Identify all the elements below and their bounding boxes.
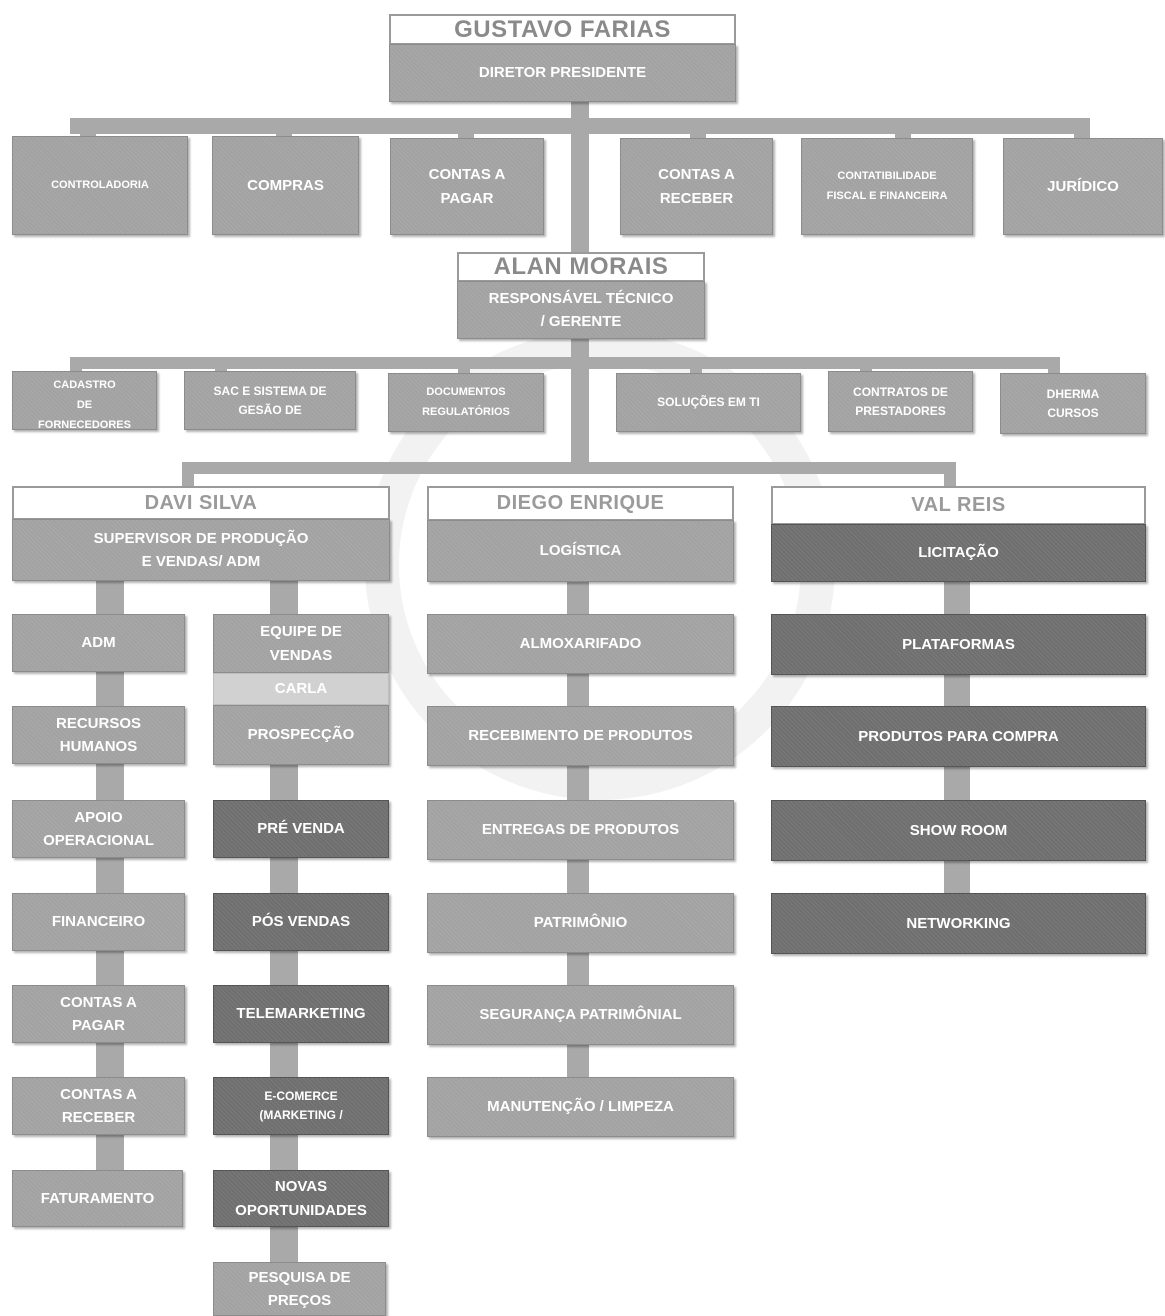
dept-box: COMPRAS	[212, 136, 359, 235]
diego-dept-box: PATRIMÔNIO	[427, 893, 734, 953]
manager-dept-box: DHERMA CURSOS	[1000, 373, 1146, 434]
davi-dept-box: RECURSOS HUMANOS	[12, 706, 185, 764]
connector-director-drop	[1074, 118, 1090, 140]
manager-dept-box: CADASTRO DE FORNECEDORES	[12, 371, 157, 430]
manager-role: RESPONSÁVEL TÉCNICO / GERENTE	[457, 281, 705, 339]
sales-dept-box: PROSPECÇÃO	[213, 705, 389, 765]
val-dept-box: SHOW ROOM	[771, 800, 1146, 861]
connector-manager-drop	[860, 357, 872, 373]
davi-dept-box: ADM	[12, 614, 185, 672]
connector-manager-drop	[215, 357, 227, 373]
connector-manager-bar	[70, 357, 1060, 369]
sales-dept-box: E-COMERCE (MARKETING /	[213, 1077, 389, 1135]
davi-dept-box: APOIO OPERACIONAL	[12, 800, 185, 858]
connector-manager-drop	[458, 357, 470, 375]
dept-box: CONTATIBILIDADE FISCAL E FINANCEIRA	[801, 138, 973, 235]
connector-director-drop	[80, 118, 96, 138]
connector-supervisor-drop	[182, 462, 194, 488]
diego-dept-box: ENTREGAS DE PRODUTOS	[427, 800, 734, 860]
connector-director-drop	[276, 118, 292, 138]
connector-director-drop	[690, 118, 706, 140]
connector-manager-drop	[690, 357, 702, 375]
manager-name: ALAN MORAIS	[457, 252, 705, 282]
diego-dept-box: MANUTENÇÃO / LIMPEZA	[427, 1077, 734, 1137]
sales-dept-box: PRÉ VENDA	[213, 800, 389, 858]
sales-dept-box: TELEMARKETING	[213, 985, 389, 1043]
connector-director-drop	[895, 118, 911, 140]
sales-dept-box: NOVAS OPORTUNIDADES	[213, 1170, 389, 1227]
sales-team-box: EQUIPE DE VENDAS	[213, 614, 389, 673]
director-name: GUSTAVO FARIAS	[389, 14, 736, 45]
supervisor-name-val: VAL REIS	[771, 486, 1146, 525]
manager-dept-box: CONTRATOS DE PRESTADORES	[828, 371, 973, 432]
diego-dept-box: RECEBIMENTO DE PRODUTOS	[427, 706, 734, 766]
supervisor-name-diego: DIEGO ENRIQUE	[427, 486, 734, 521]
connector-director-bar	[70, 118, 1090, 134]
val-dept-box: NETWORKING	[771, 893, 1146, 954]
director-role: DIRETOR PRESIDENTE	[389, 44, 736, 102]
connector-manager-drop	[70, 357, 82, 373]
supervisor-name-davi: DAVI SILVA	[12, 486, 390, 520]
dept-box: JURÍDICO	[1003, 138, 1163, 235]
davi-dept-box: CONTAS A RECEBER	[12, 1077, 185, 1135]
manager-dept-box: SOLUÇÕES EM TI	[616, 373, 801, 432]
sales-person-box: CARLA	[213, 673, 389, 705]
dept-box: CONTAS A RECEBER	[620, 138, 773, 235]
connector-supervisor-drop	[944, 462, 956, 488]
davi-dept-box: FINANCEIRO	[12, 893, 185, 951]
supervisor-role-davi: SUPERVISOR DE PRODUÇÃO E VENDAS/ ADM	[12, 519, 390, 581]
connector-director-drop	[458, 118, 474, 140]
supervisor-role-diego: LOGÍSTICA	[427, 520, 734, 582]
supervisor-role-val: LICITAÇÃO	[771, 524, 1146, 582]
manager-dept-box: DOCUMENTOS REGULATÓRIOS	[388, 373, 544, 432]
diego-dept-box: SEGURANÇA PATRIMÔNIAL	[427, 985, 734, 1045]
sales-dept-box: PESQUISA DE PREÇOS	[213, 1262, 386, 1316]
val-dept-box: PRODUTOS PARA COMPRA	[771, 706, 1146, 767]
manager-dept-box: SAC E SISTEMA DE GESÃO DE	[184, 371, 356, 430]
dept-box: CONTAS A PAGAR	[390, 138, 544, 235]
connector-supervisor-bar	[182, 462, 956, 474]
davi-dept-box: FATURAMENTO	[12, 1170, 183, 1227]
connector-davi-left-column	[96, 580, 124, 1174]
sales-dept-box: PÓS VENDAS	[213, 893, 389, 951]
connector-manager-drop	[1048, 357, 1060, 375]
davi-dept-box: CONTAS A PAGAR	[12, 985, 185, 1043]
dept-box: CONTROLADORIA	[12, 136, 188, 235]
diego-dept-box: ALMOXARIFADO	[427, 614, 734, 674]
val-dept-box: PLATAFORMAS	[771, 614, 1146, 675]
